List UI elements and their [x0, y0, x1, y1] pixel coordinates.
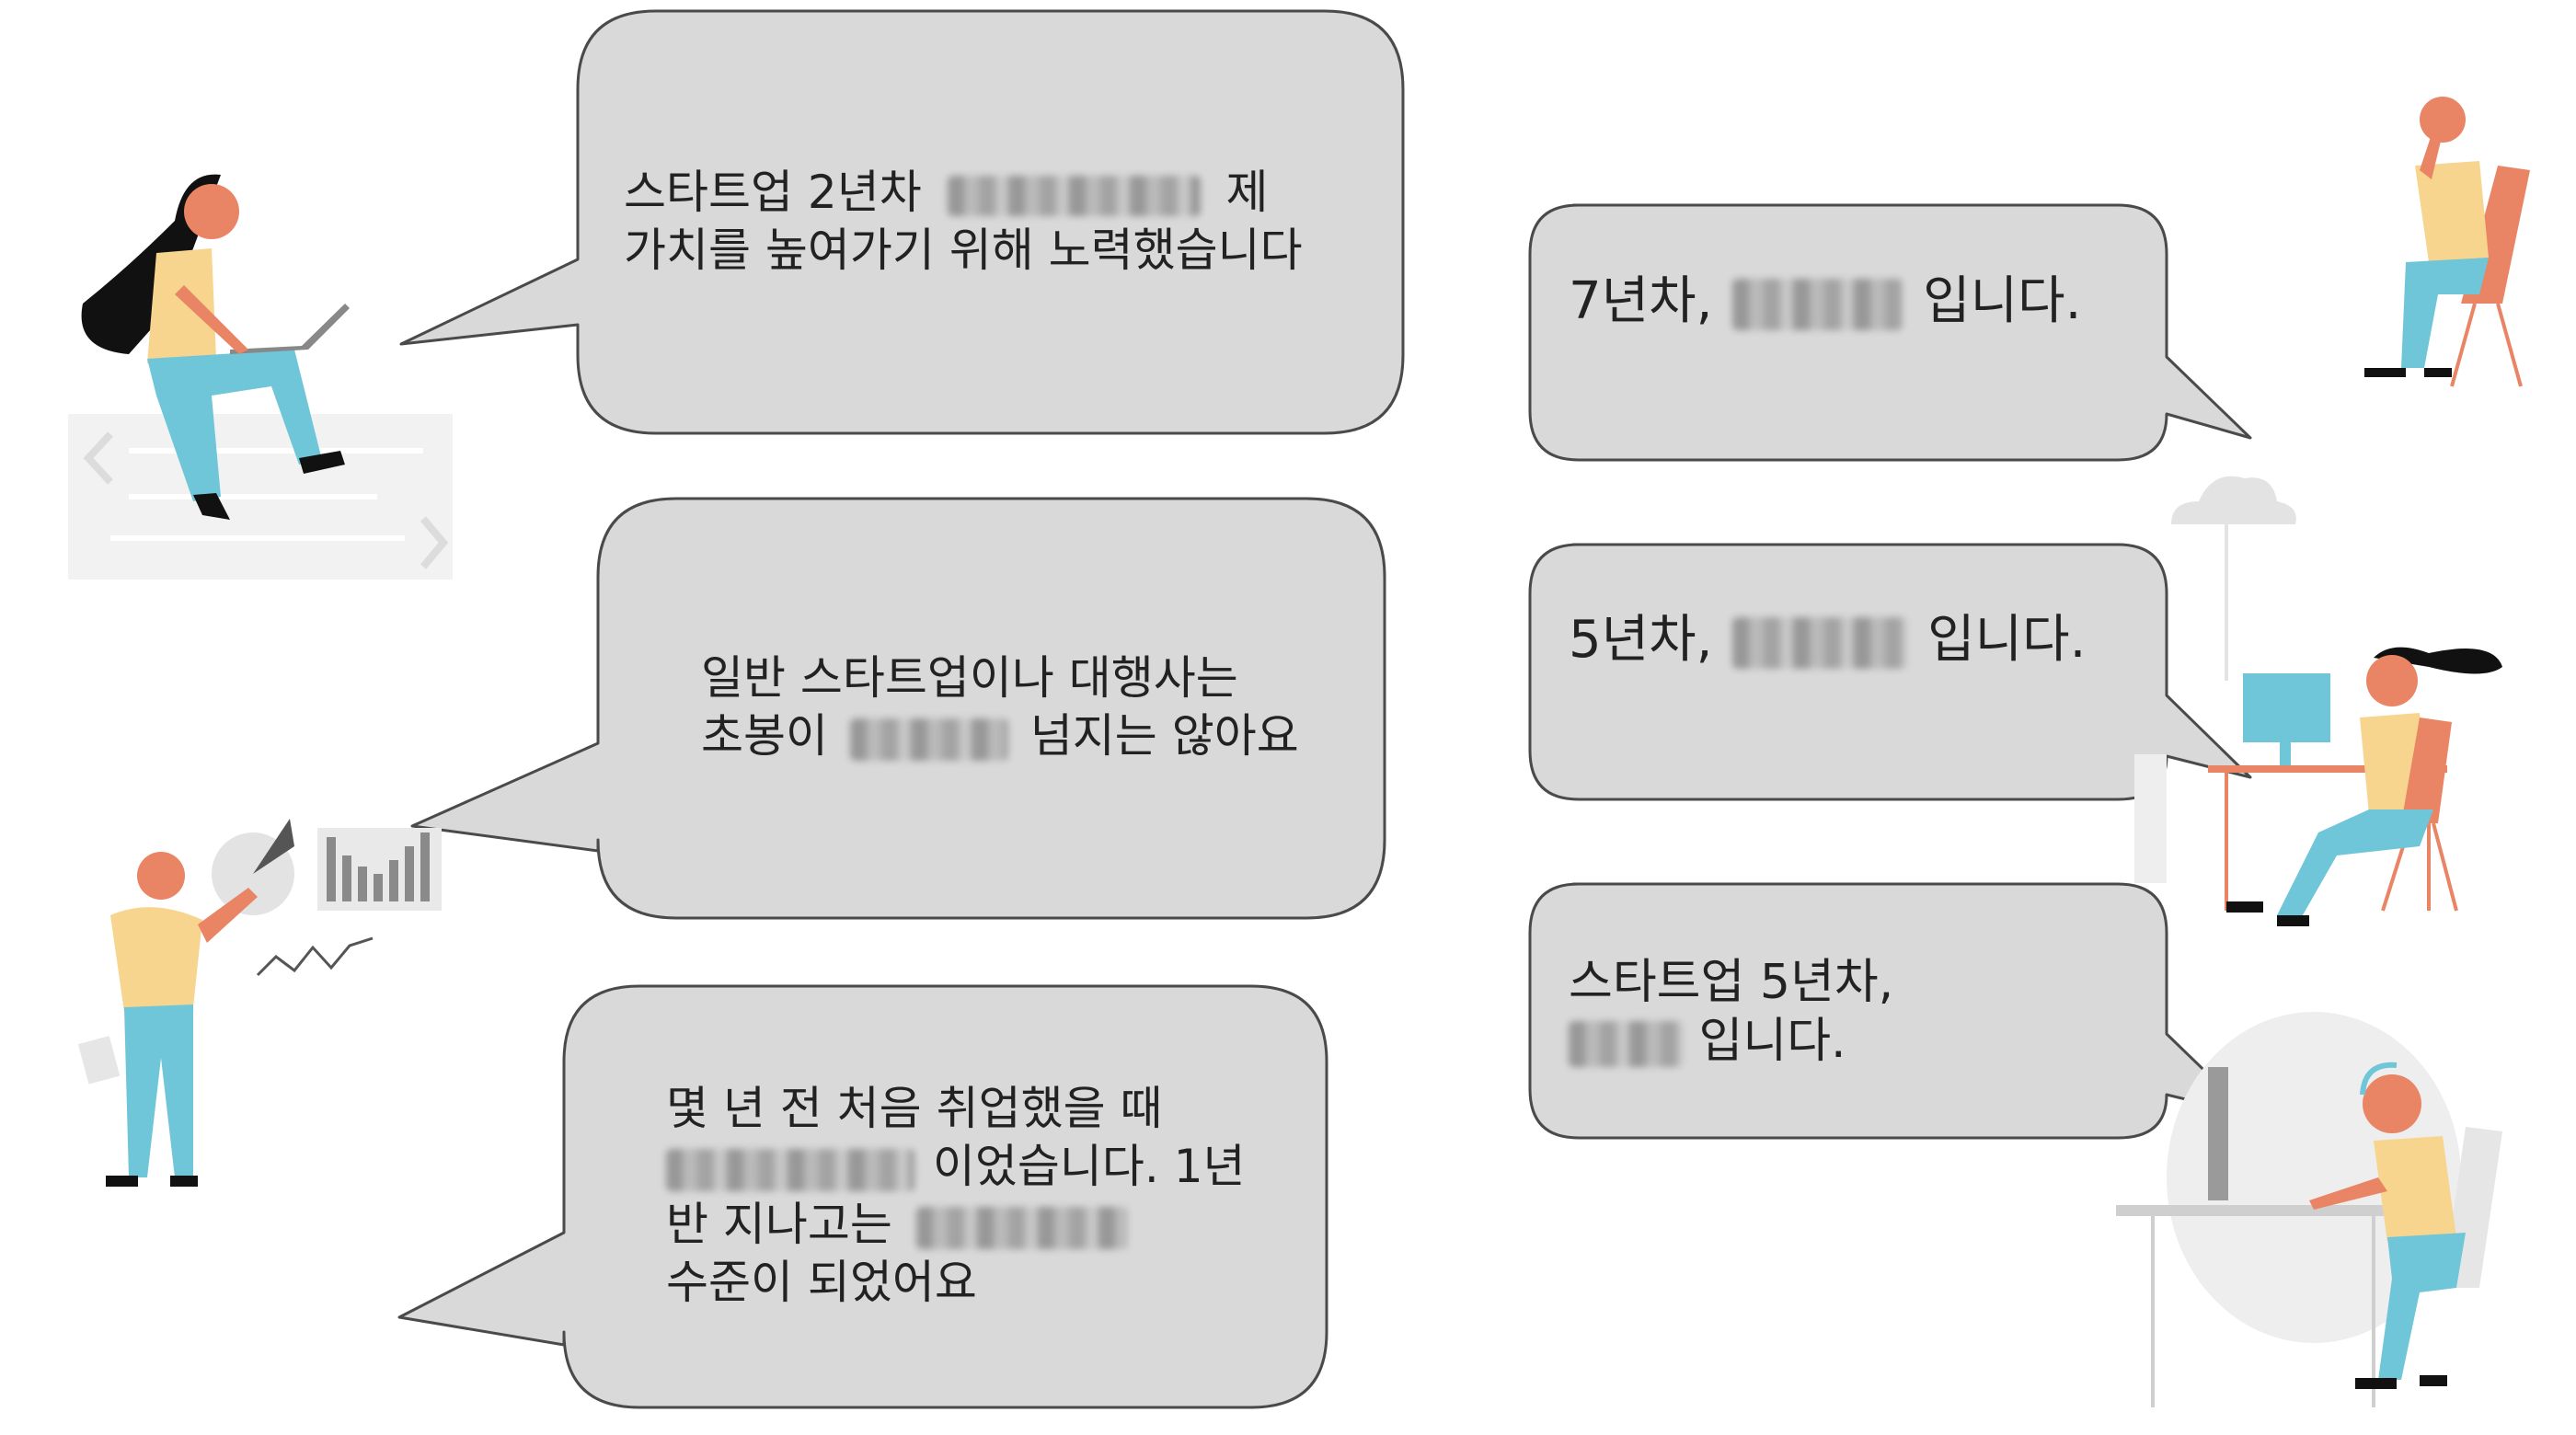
man-with-headset-illustration [2116, 1012, 2502, 1407]
bubble-5-end: 입니다. [1927, 610, 2087, 670]
bubble-1-line-2: 가치를 높여가기 위해 노력했습니다 [624, 224, 1303, 277]
chair-leg [2450, 303, 2477, 387]
arm [2309, 1177, 2387, 1210]
bubble-3-text: 몇 년 전 처음 취업했을 때 이었습니다. 1년 반 지나고는 수준이 되었어… [666, 1080, 1246, 1312]
shoe [2420, 1375, 2447, 1386]
bubble-3-line-3: 반 지나고는 [666, 1196, 1246, 1254]
arm [175, 285, 248, 354]
bubble-1-line-1-end: 제 [1225, 166, 1269, 219]
speech-bubble-4 [1528, 203, 2252, 462]
headset-icon [2360, 1062, 2398, 1096]
pie-slice [253, 819, 294, 874]
shoe [2277, 915, 2309, 926]
speech-bubble-1 [399, 9, 1405, 435]
shirt [2415, 161, 2489, 262]
paper-sheet [77, 1036, 121, 1085]
redacted-value [1569, 1021, 1684, 1067]
bubble-1-line-1-start: 스타트업 2년차 [624, 166, 922, 219]
redacted-value [1732, 616, 1908, 669]
hair [2374, 647, 2502, 674]
bubble-1-line-1: 스타트업 2년차 제 [624, 164, 1303, 222]
chair-leg [2496, 303, 2523, 387]
bubble-4-start: 7년차, [1569, 271, 1713, 331]
bubble-6-line-1: 스타트업 5년차, [1569, 955, 1894, 1010]
redacted-value [947, 175, 1201, 216]
bubble-2-line-2: 초봉이 넘지는 않아요 [701, 707, 1299, 765]
arm [198, 888, 258, 943]
redacted-value [1732, 278, 1903, 330]
bubble-6-line-2: 입니다. [1569, 1012, 1893, 1071]
bubble-3-line-1: 몇 년 전 처음 취업했을 때 [666, 1082, 1163, 1135]
bubble-1-text: 스타트업 2년차 제 가치를 높여가기 위해 노력했습니다 [624, 164, 1303, 280]
chevron-left-icon [83, 431, 113, 485]
shoe [193, 493, 230, 520]
bubble-3-line-2: 이었습니다. 1년 [666, 1138, 1246, 1196]
monitor [2208, 1067, 2228, 1200]
monitor [2243, 673, 2330, 742]
bubble-2-text: 일반 스타트업이나 대행사는 초봉이 넘지는 않아요 [701, 649, 1299, 765]
redacted-value [666, 1148, 914, 1191]
line-chart [256, 936, 374, 977]
bubble-3-line-3-start: 반 지나고는 [666, 1198, 892, 1251]
bubble-4-end: 입니다. [1923, 271, 2082, 331]
shoe [299, 451, 345, 474]
chair-leg [2432, 822, 2458, 912]
shoe [2424, 368, 2452, 377]
laptop [230, 304, 350, 354]
bubble-3-line-4: 수준이 되었어요 [666, 1256, 977, 1309]
pants [124, 1004, 193, 1177]
bubble-5-start: 5년차, [1569, 610, 1713, 670]
woman-at-desk-illustration [2134, 476, 2502, 926]
head [2366, 655, 2418, 706]
bubble-5-text: 5년차, 입니다. [1569, 611, 2086, 669]
shoe [170, 1176, 198, 1187]
woman-with-laptop-illustration [68, 174, 453, 580]
chevron-right-icon [420, 516, 449, 569]
tower [2134, 754, 2167, 883]
shirt [110, 907, 202, 1012]
head [2420, 97, 2466, 143]
bubble-2-line-2-start: 초봉이 [701, 709, 828, 763]
redacted-value [915, 1206, 1128, 1249]
bubble-2-line-2-end: 넘지는 않아요 [1029, 709, 1299, 763]
bubble-3-line-2-end: 이었습니다. 1년 [932, 1140, 1246, 1193]
shoe [2364, 368, 2406, 377]
bar-chart-bars [327, 832, 430, 901]
desk [2208, 765, 2447, 773]
shirt [147, 248, 216, 363]
shoe [2226, 901, 2263, 913]
bubble-2-line-1: 일반 스타트업이나 대행사는 [701, 651, 1238, 705]
pants [2277, 809, 2433, 920]
speech-bubble-2 [410, 497, 1386, 920]
head [184, 184, 239, 239]
pants [147, 350, 322, 501]
redacted-value [849, 718, 1008, 761]
monitor-stand [2280, 742, 2291, 765]
bubble-6-text: 스타트업 5년차, 입니다. [1569, 953, 1893, 1071]
bubble-6-line-2-end: 입니다. [1698, 1014, 1846, 1069]
cloud-icon [2171, 476, 2296, 524]
head [2363, 1074, 2421, 1133]
arm [2420, 129, 2443, 179]
desk [2116, 1205, 2392, 1216]
man-presenting-chart-illustration [77, 819, 442, 1187]
pants [2378, 1233, 2466, 1380]
shirt [2374, 1136, 2456, 1242]
chair [2401, 718, 2452, 823]
speech-bubble-5 [1528, 543, 2252, 801]
man-on-phone-illustration [2364, 97, 2530, 387]
speech-bubble-6 [1528, 882, 2252, 1140]
bubble-4-text: 7년차, 입니다. [1569, 272, 2081, 330]
pants [2401, 258, 2489, 368]
shoe [2355, 1378, 2397, 1389]
shoe [106, 1176, 138, 1187]
speech-bubble-3 [397, 984, 1328, 1409]
head [137, 852, 185, 900]
